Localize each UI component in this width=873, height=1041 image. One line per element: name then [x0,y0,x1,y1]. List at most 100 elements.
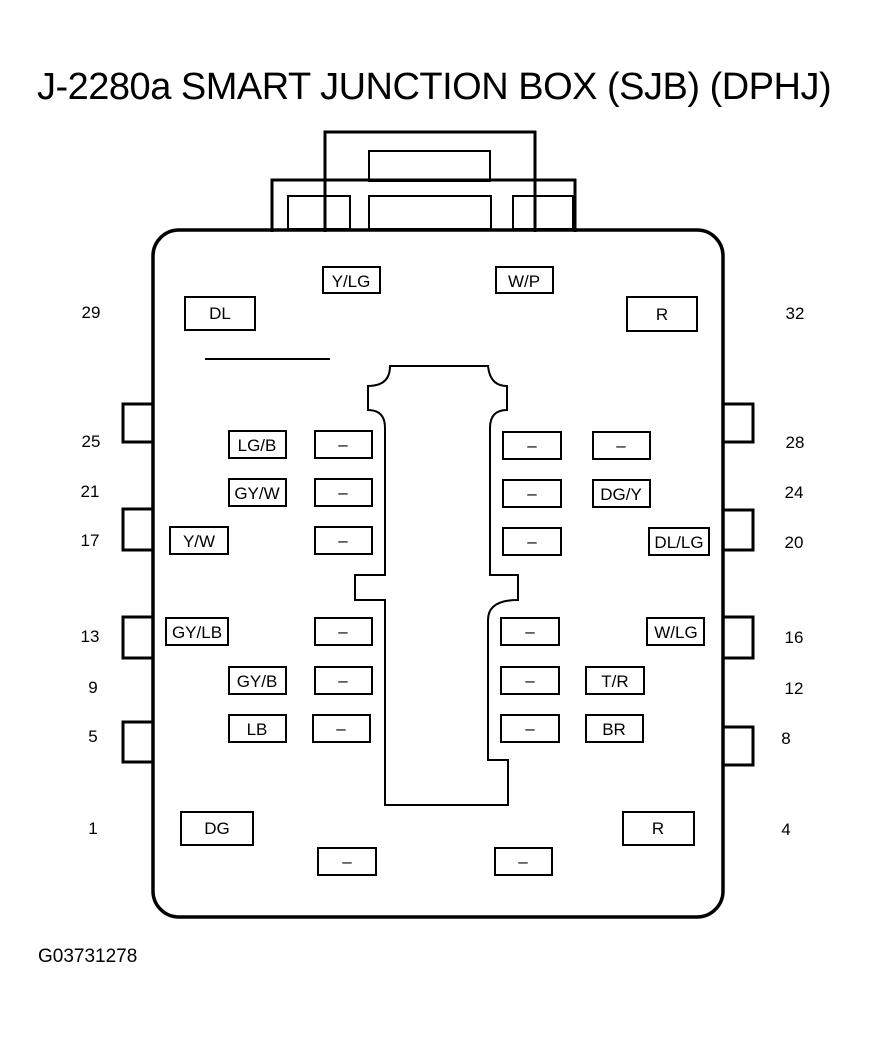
cavity-box-top-left [322,266,381,294]
pin-number-32: 32 [786,304,805,323]
cavity-box-empty-b1 [317,847,377,876]
left-tab-4 [121,720,153,764]
wire-label-empty-b1: – [342,852,352,871]
wire-label-empty-r16: – [525,622,535,641]
wire-label-top-left: Y/LG [332,272,371,291]
cavity-box-pin21 [228,478,287,507]
cavity-box-pin17 [169,526,229,555]
wire-label-empty-l25: – [338,435,348,454]
cavity-box-empty-r24 [502,479,562,508]
top-latch-base [270,178,577,232]
wire-label-empty-r28b: – [616,436,626,455]
cavity-box-pin8 [585,714,644,743]
pin-number-5: 5 [88,727,97,746]
pin-number-8: 8 [781,729,790,748]
cavity-box-empty-r28a [502,431,562,460]
pin-number-1: 1 [88,819,97,838]
cavity-box-pin24 [592,479,651,508]
cavity-box-pin4 [622,811,695,846]
top-latch-window-center [368,195,492,230]
pin-number-4: 4 [781,820,790,839]
top-latch [323,130,537,232]
wire-label-empty-r12: – [525,671,535,690]
wire-label-pin16: W/LG [654,623,697,642]
figure-id: G03731278 [38,946,138,967]
wire-label-empty-l5: – [336,719,346,738]
cavity-box-empty-r8 [500,714,560,743]
pin-number-13: 13 [81,627,100,646]
wire-label-pin20: DL/LG [654,533,703,552]
left-tab-3 [121,615,153,660]
cavity-box-empty-r12 [500,666,560,695]
pin-number-16: 16 [785,628,804,647]
cavity-box-pin29 [184,296,256,331]
pin-number-17: 17 [81,531,100,550]
wire-label-pin12: T/R [601,672,628,691]
right-tab-4 [723,725,755,767]
cavity-box-empty-r20 [502,527,562,556]
wire-label-pin21: GY/W [234,484,279,503]
cavity-box-empty-l9 [314,666,373,695]
wire-label-empty-r20: – [527,532,537,551]
cavity-box-pin25 [228,430,287,459]
cavity-box-pin32 [626,296,698,332]
wire-label-pin17: Y/W [183,532,215,551]
pin-number-21: 21 [81,482,100,501]
cavity-box-pin1 [180,811,254,846]
pin-number-25: 25 [82,432,101,451]
cavity-box-empty-l25 [314,430,373,459]
right-tab-2 [723,508,755,552]
pin-number-9: 9 [88,678,97,697]
wire-label-empty-r28a: – [527,436,537,455]
pin-number-28: 28 [786,433,805,452]
wire-label-pin24: DG/Y [600,485,642,504]
wire-label-pin8: BR [602,720,626,739]
wire-label-pin25: LG/B [238,436,277,455]
top-latch-window-left [287,195,351,230]
wire-label-empty-b2: – [518,852,528,871]
top-latch-window-right [512,195,574,230]
wire-label-pin32: R [656,305,668,324]
cavity-box-empty-l13 [314,617,373,646]
pin-number-29: 29 [82,303,101,322]
wire-label-pin5: LB [247,720,268,739]
wire-label-empty-l9: – [338,671,348,690]
cavity-box-top-right [495,266,554,294]
wire-label-empty-l17: – [338,531,348,550]
cavity-box-pin5 [228,714,287,743]
wire-label-empty-r8: – [525,719,535,738]
cavity-box-empty-l17 [314,526,373,555]
wire-label-pin9: GY/B [237,672,278,691]
center-divider [354,365,519,806]
wire-label-empty-l13: – [338,622,348,641]
wire-label-pin13: GY/LB [172,623,222,642]
pin-number-24: 24 [785,483,804,502]
cavity-box-empty-l21 [314,478,373,507]
wire-label-top-right: W/P [508,272,540,291]
cavity-box-empty-r16 [500,617,560,646]
cavity-box-pin12 [585,666,645,695]
wire-label-pin29: DL [209,304,231,323]
cavity-box-pin13 [165,617,229,646]
pin-number-20: 20 [785,533,804,552]
pin-number-12: 12 [785,679,804,698]
cavity-box-pin9 [228,666,287,695]
left-tab-1 [121,402,153,444]
diagram-title: J-2280a SMART JUNCTION BOX (SJB) (DPHJ) [37,66,832,108]
left-tab-2 [121,507,153,552]
cavity-box-empty-r28b [592,431,651,460]
cavity-box-empty-b2 [494,847,553,876]
right-tab-1 [723,402,755,444]
wire-label-empty-r24: – [527,484,537,503]
right-tab-3 [723,615,755,660]
wire-label-empty-l21: – [338,483,348,502]
connector-body [151,228,725,919]
cavity-box-empty-l5 [312,714,371,743]
cavity-box-pin16 [646,617,705,646]
wire-label-pin1: DG [204,819,230,838]
wire-label-pin4: R [652,819,664,838]
top-latch-slot [368,150,491,182]
cavity-box-pin20 [648,527,710,556]
